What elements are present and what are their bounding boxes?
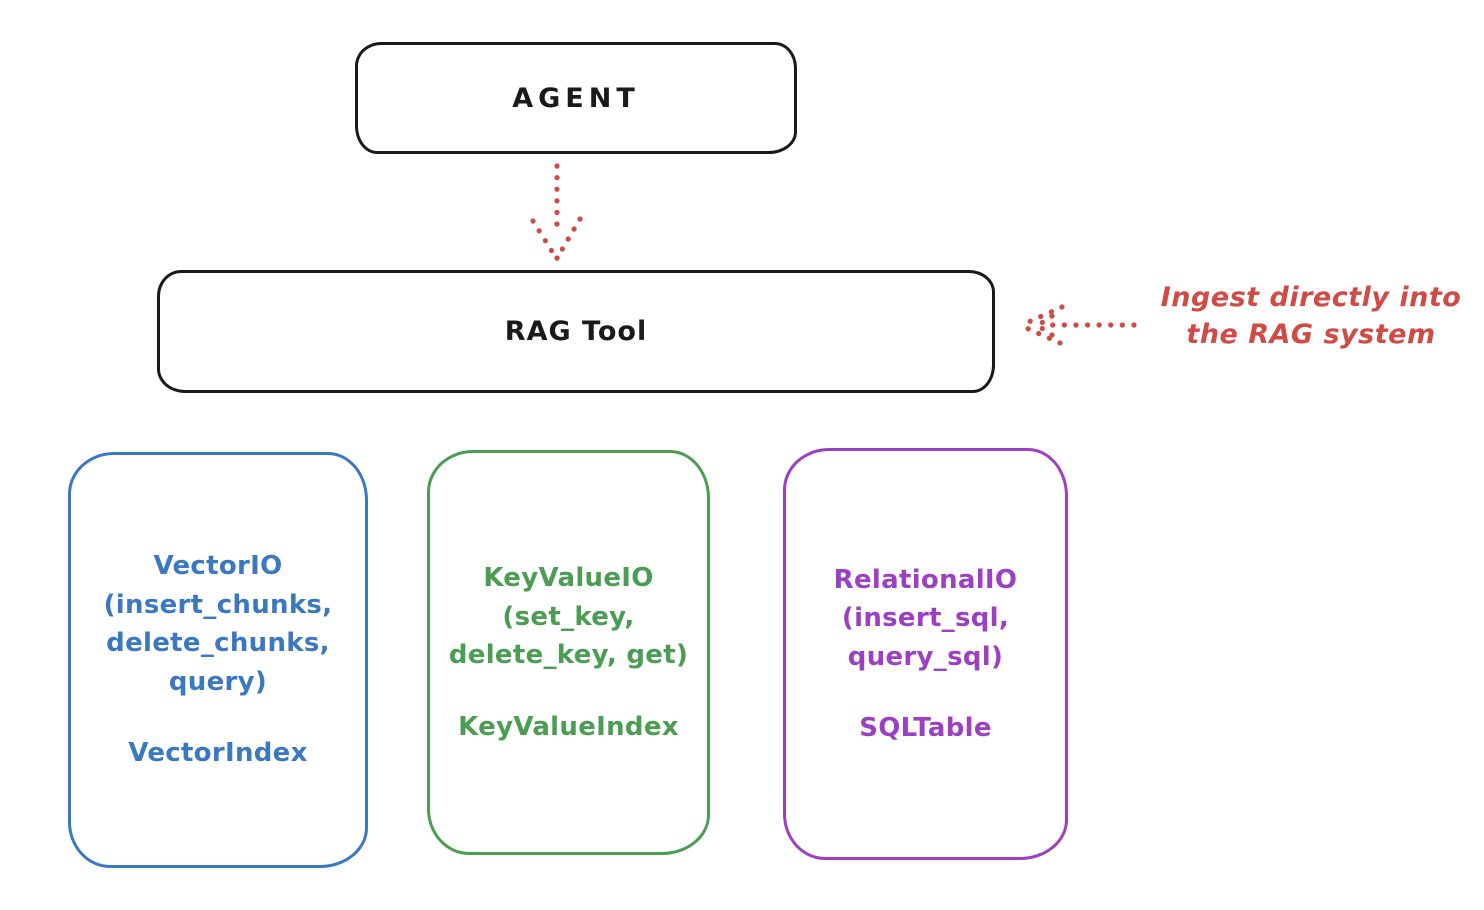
ingest-annotation-line2: the RAG system — [1186, 319, 1436, 350]
ingest-annotation-line1: Ingest directly into — [1160, 282, 1462, 313]
rag-tool-node: RAG Tool — [157, 270, 995, 393]
storage-box-key-value-io: KeyValueIO (set_key, delete_key, get) Ke… — [427, 450, 710, 855]
agent-node: AGENT — [355, 42, 797, 154]
vector-io-title: VectorIO — [153, 551, 283, 582]
ingest-annotation: Ingest directly into the RAG system — [1138, 279, 1484, 353]
relational-io-param-line: query_sql) — [847, 641, 1004, 672]
storage-box-relational-io: RelationalIO (insert_sql, query_sql) SQL… — [783, 448, 1068, 860]
relational-io-param-line: (insert_sql, — [841, 603, 1010, 633]
storage-box-vector-io: VectorIO (insert_chunks, delete_chunks, … — [68, 452, 368, 868]
vector-io-param-line: (insert_chunks, — [103, 589, 333, 620]
arrow-left-icon — [1021, 304, 1137, 346]
rag-tool-label: RAG Tool — [504, 316, 648, 347]
vector-io-param-line: delete_chunks, — [106, 628, 330, 659]
key-value-io-title: KeyValueIO — [483, 563, 654, 593]
arrow-down-icon — [530, 163, 583, 261]
agent-label: AGENT — [512, 82, 640, 114]
key-value-io-index-label: KeyValueIndex — [458, 711, 679, 742]
vector-io-param-line: query) — [168, 666, 268, 697]
relational-io-title: RelationalIO — [833, 564, 1018, 595]
key-value-io-param-line: (set_key, — [502, 601, 635, 632]
relational-io-index-label: SQLTable — [859, 713, 992, 743]
vector-io-index-label: VectorIndex — [128, 738, 308, 769]
key-value-io-param-line: delete_key, get) — [448, 640, 689, 670]
